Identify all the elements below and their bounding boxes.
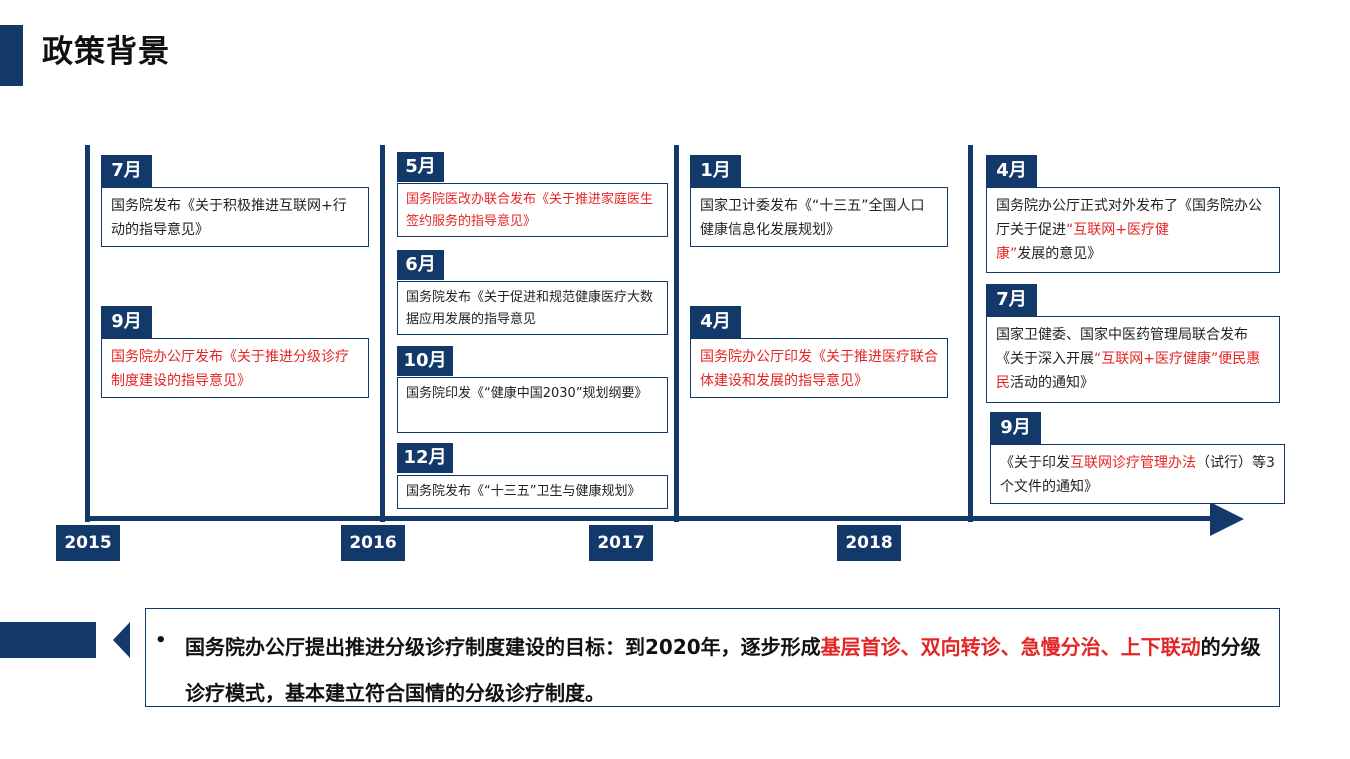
summary-accent-band <box>0 622 130 658</box>
summary-text-post: 的分级诊疗模式，基本建立符合国情的分级诊疗制度。 <box>185 635 1261 705</box>
summary-text-pre: 国务院办公厅提出推进分级诊疗制度建设的目标：到2020年，逐步形成 <box>185 635 821 659</box>
month-tag: 6月 <box>397 250 444 280</box>
page-title: 政策背景 <box>42 34 170 70</box>
policy-event-text: 国务院发布《关于积极推进互联网+行动的指导意见》 <box>111 198 347 238</box>
policy-event-box: 国家卫健委、国家中医药管理局联合发布《关于深入开展“互联网+医疗健康”便民惠民活… <box>986 316 1280 403</box>
timeline-divider-2017 <box>674 145 679 522</box>
policy-event-highlight: 国务院医改办联合发布《关于推进家庭医生签约服务的指导意见》 <box>406 192 654 229</box>
policy-event-highlight: 国务院办公厅发布《关于推进分级诊疗制度建设的指导意见》 <box>111 349 349 389</box>
year-label-2016: 2016 <box>341 525 405 561</box>
policy-event-box: 国务院办公厅正式对外发布了《国务院办公厅关于促进“互联网+医疗健康”发展的意见》 <box>986 187 1280 273</box>
policy-event-box: 国务院发布《关于促进和规范健康医疗大数据应用发展的指导意见 <box>397 281 668 335</box>
timeline-arrow-icon <box>1210 502 1244 536</box>
policy-event-highlight: 国务院办公厅印发《关于推进医疗联合体建设和发展的指导意见》 <box>700 349 938 389</box>
summary-box <box>145 608 1280 707</box>
title-accent-bar <box>0 25 23 86</box>
timeline-divider-2016 <box>380 145 385 522</box>
month-tag: 4月 <box>690 306 741 338</box>
policy-event-box: 国务院办公厅发布《关于推进分级诊疗制度建设的指导意见》 <box>101 338 369 398</box>
policy-event-text: 发展的意见》 <box>1017 246 1102 262</box>
timeline-divider-2018 <box>968 145 973 522</box>
summary-band-notch-icon <box>96 622 130 658</box>
month-tag: 5月 <box>397 152 444 182</box>
policy-event-highlight: 互联网诊疗管理办法 <box>1070 455 1196 471</box>
policy-event-text: 国务院发布《关于促进和规范健康医疗大数据应用发展的指导意见 <box>406 290 654 327</box>
policy-event-box: 《关于印发互联网诊疗管理办法（试行）等3个文件的通知》 <box>990 444 1285 504</box>
month-tag: 10月 <box>397 346 453 376</box>
policy-event-text: （试行）等3个文件的通知》 <box>1000 455 1275 495</box>
month-tag: 12月 <box>397 443 453 473</box>
policy-event-box: 国务院医改办联合发布《关于推进家庭医生签约服务的指导意见》 <box>397 183 668 237</box>
month-tag: 7月 <box>101 155 152 187</box>
policy-event-text: 国务院发布《“十三五”卫生与健康规划》 <box>406 484 641 499</box>
summary-highlight: 基层首诊、双向转诊、急慢分治、上下联动 <box>820 635 1201 659</box>
timeline-axis <box>85 516 1215 521</box>
month-tag: 4月 <box>986 155 1037 187</box>
year-label-2018: 2018 <box>837 525 901 561</box>
timeline-divider-2015 <box>85 145 90 522</box>
policy-event-box: 国务院发布《“十三五”卫生与健康规划》 <box>397 475 668 509</box>
policy-event-text: 国家卫计委发布《“十三五”全国人口健康信息化发展规划》 <box>700 198 925 238</box>
policy-event-text: 国务院办公厅正式对外发布了《国务院办公厅关于促进 <box>996 198 1262 238</box>
policy-event-text: 国家卫健委、国家中医药管理局联合发布《关于深入开展 <box>996 327 1248 367</box>
policy-event-text: 活动的通知》 <box>1010 375 1094 391</box>
month-tag: 7月 <box>986 284 1037 316</box>
policy-event-text: 国务院印发《“健康中国2030”规划纲要》 <box>406 386 648 401</box>
policy-event-box: 国务院发布《关于积极推进互联网+行动的指导意见》 <box>101 187 369 247</box>
year-label-2017: 2017 <box>589 525 653 561</box>
summary-text: 国务院办公厅提出推进分级诊疗制度建设的目标：到2020年，逐步形成基层首诊、双向… <box>185 624 1265 716</box>
bullet-icon: • <box>155 630 167 651</box>
policy-event-box: 国家卫计委发布《“十三五”全国人口健康信息化发展规划》 <box>690 187 948 247</box>
month-tag: 9月 <box>990 412 1041 444</box>
policy-event-box: 国务院办公厅印发《关于推进医疗联合体建设和发展的指导意见》 <box>690 338 948 398</box>
policy-event-box: 国务院印发《“健康中国2030”规划纲要》 <box>397 377 668 433</box>
policy-event-text: 《关于印发 <box>1000 455 1070 471</box>
month-tag: 1月 <box>690 155 741 187</box>
policy-event-highlight: “互联网+医疗健康”便民惠民 <box>996 351 1261 391</box>
policy-event-highlight: “互联网+医疗健康” <box>996 222 1169 262</box>
year-label-2015: 2015 <box>56 525 120 561</box>
month-tag: 9月 <box>101 306 152 338</box>
